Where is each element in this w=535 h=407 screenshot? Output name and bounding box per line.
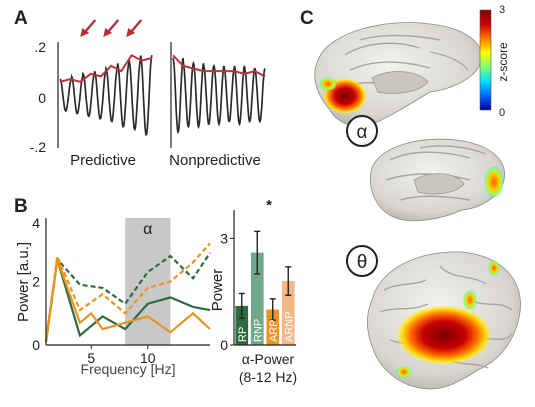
- bar-label-rp: RP: [237, 327, 249, 342]
- alpha-symbol-text: α: [357, 122, 368, 143]
- bars-ytick-0: 0: [220, 337, 228, 353]
- brain-medial-top: [314, 22, 482, 127]
- panel-a-ytick-mid: 0: [38, 90, 46, 106]
- panel-a-ytick-top: .2: [34, 39, 46, 55]
- cue-arrow-0: [80, 19, 97, 37]
- panel-a-label-predictive: Predictive: [70, 152, 136, 169]
- spectrum-line-arnp: [44, 242, 211, 342]
- panel-c-brains: 3 0 z-score α θ: [314, 4, 521, 390]
- brain-lateral-bottom: [367, 251, 521, 390]
- panel-a: .2 0 -.2 Predictive Nonpredictive: [30, 19, 266, 169]
- spectrum-ytick-2: 2: [32, 274, 40, 290]
- brain-medial-middle: [370, 138, 505, 222]
- spectrum-line-arp: [44, 258, 211, 342]
- alpha-band-shading: [125, 218, 171, 345]
- bars-ylabel: Power: [209, 269, 226, 312]
- bar-arnp: [281, 281, 295, 345]
- bars-ytick-3: 3: [220, 230, 228, 246]
- significance-star: *: [266, 197, 272, 214]
- theta-symbol-text: θ: [357, 252, 368, 273]
- activation-blob-middle: [484, 166, 504, 198]
- cue-arrow-1: [103, 19, 120, 37]
- activation-blob-bottom: [396, 305, 492, 365]
- bar-label-rnp: RNP: [252, 319, 264, 342]
- bars-xlabel: α-Power: [242, 351, 295, 367]
- bar-rnp: [250, 252, 264, 345]
- bar-arp: [266, 309, 280, 345]
- panel-a-label-nonpredictive: Nonpredictive: [169, 152, 261, 169]
- colorbar: 3 0 z-score: [479, 4, 510, 119]
- spectrum-xlabel: Frequency [Hz]: [81, 361, 176, 377]
- bar-label-arnp: ARNP: [283, 311, 295, 342]
- alpha-symbol: α: [346, 115, 378, 147]
- spectrum-ytick-4: 4: [32, 215, 40, 231]
- panel-a-ytick-bottom: -.2: [30, 139, 47, 155]
- colorbar-rect: [479, 9, 492, 111]
- cue-arrow-2: [126, 19, 143, 37]
- panel-letter-a: A: [14, 8, 28, 29]
- panel-letter-c: C: [300, 8, 314, 29]
- spectrum-ytick-0: 0: [32, 337, 40, 353]
- envelope-trace-0: [59, 53, 153, 83]
- colorbar-label: z-score: [496, 42, 510, 82]
- theta-symbol: θ: [346, 245, 378, 277]
- colorbar-min: 0: [499, 107, 505, 119]
- bar-rp: [235, 305, 249, 345]
- panel-letter-b: B: [14, 196, 28, 217]
- panel-b-spectrum: α 5 10 0 2 4 Frequency [Hz] Power [a.u.]: [15, 215, 211, 377]
- bar-label-arp: ARP: [268, 319, 280, 342]
- bars-xlabel-range: (8-12 Hz): [239, 369, 297, 385]
- spectrum-xtick-5: 5: [87, 350, 95, 366]
- oscillation-trace-1: [172, 57, 266, 135]
- spectrum-line-rp: [44, 258, 211, 342]
- alpha-band-label: α: [143, 221, 152, 238]
- oscillation-trace-0: [59, 54, 153, 137]
- spectrum-ylabel: Power [a.u.]: [15, 242, 32, 322]
- spectrum-xtick-10: 10: [140, 350, 156, 366]
- envelope-trace-1: [172, 54, 266, 78]
- colorbar-max: 3: [499, 4, 505, 16]
